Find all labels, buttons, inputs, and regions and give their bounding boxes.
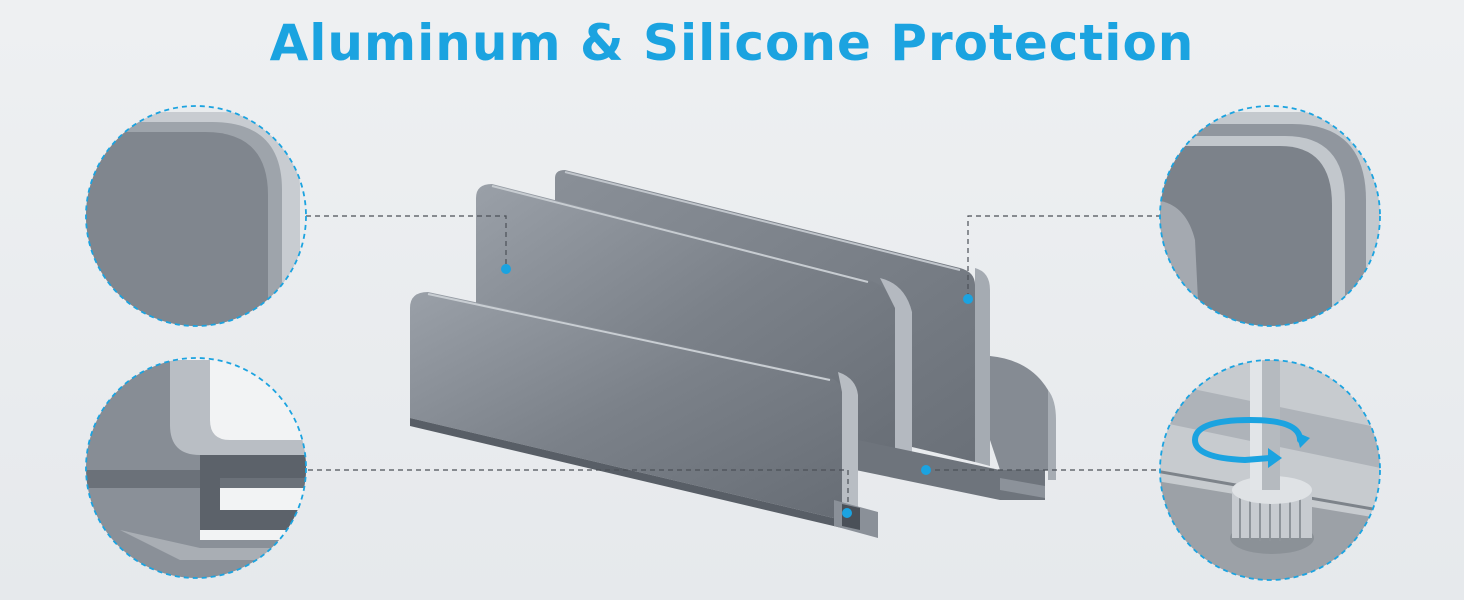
rotate-arrow-icon bbox=[1191, 416, 1310, 468]
callout-dot-icon bbox=[501, 264, 973, 518]
callout-lines bbox=[306, 215, 1160, 512]
laptop-stand bbox=[410, 170, 1056, 538]
zoom-detail-base-slot bbox=[85, 357, 307, 579]
headline: Aluminum & Silicone Protection bbox=[269, 14, 1195, 72]
zoom-detail-adjust-screw bbox=[1159, 359, 1381, 581]
zoom-detail-plate-edge bbox=[1159, 105, 1381, 327]
zoom-detail-plate-corner bbox=[85, 105, 307, 327]
